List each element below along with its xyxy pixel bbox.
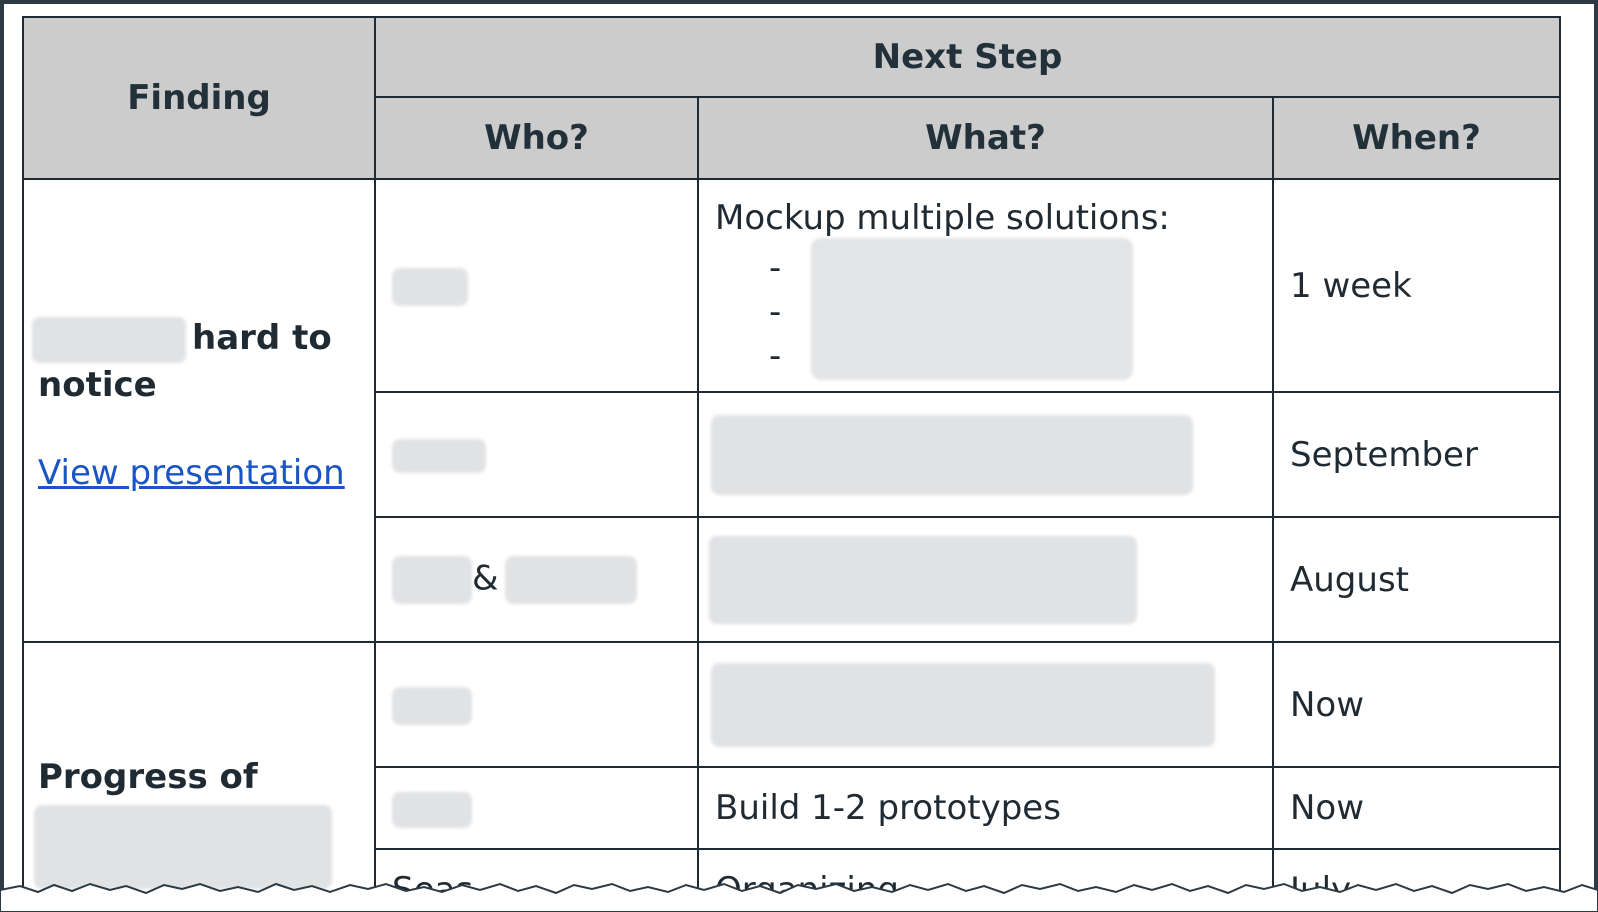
header-finding: Finding bbox=[22, 16, 376, 180]
header-what: What? bbox=[697, 96, 1274, 180]
redacted-name bbox=[392, 687, 472, 725]
redacted-text bbox=[34, 805, 332, 889]
what-title: Mockup multiple solutions: bbox=[715, 198, 1170, 238]
table-row: September bbox=[23, 391, 1561, 518]
who-separator: & bbox=[472, 558, 499, 598]
redacted-name bbox=[392, 555, 472, 604]
header-when: When? bbox=[1272, 96, 1561, 180]
table-row: hard to notice View presentation Mockup … bbox=[22, 178, 1561, 643]
redacted-text bbox=[709, 535, 1137, 624]
redacted-name bbox=[392, 791, 472, 828]
what-cell bbox=[697, 391, 1274, 518]
finding-cell: Progress of bbox=[22, 641, 376, 912]
who-cell bbox=[374, 641, 699, 768]
torn-edge bbox=[0, 882, 1598, 912]
redacted-text bbox=[32, 316, 186, 363]
redacted-text bbox=[811, 238, 1133, 380]
table-row: & August bbox=[23, 516, 1561, 643]
redacted-text bbox=[711, 662, 1215, 747]
header-who: Who? bbox=[374, 96, 699, 180]
what-cell bbox=[697, 641, 1274, 768]
who-cell bbox=[374, 391, 699, 518]
who-cell: & bbox=[374, 516, 699, 643]
finding-text: hard to notice bbox=[38, 318, 332, 405]
table-row: Build 1-2 prototypes Now bbox=[23, 766, 1561, 850]
who-cell bbox=[374, 766, 699, 850]
redacted-name bbox=[392, 268, 468, 306]
when-cell: Now bbox=[1272, 766, 1561, 850]
finding-cell: hard to notice View presentation bbox=[22, 178, 376, 643]
when-cell: September bbox=[1272, 391, 1561, 518]
who-cell bbox=[374, 178, 699, 393]
when-cell: 1 week bbox=[1272, 178, 1561, 393]
redacted-name bbox=[392, 439, 486, 473]
finding-text: Progress of bbox=[38, 757, 258, 797]
what-cell: Build 1-2 prototypes bbox=[697, 766, 1274, 850]
redacted-text bbox=[711, 414, 1193, 495]
when-cell: Now bbox=[1272, 641, 1561, 768]
document-sheet: Finding Next Step Who? What? When? hard … bbox=[16, 12, 1576, 912]
table-row: Progress of Now bbox=[22, 641, 1561, 912]
next-steps-table: Finding Next Step Who? What? When? hard … bbox=[22, 16, 1561, 912]
when-cell: August bbox=[1272, 516, 1561, 643]
header-next-step: Next Step bbox=[374, 16, 1561, 98]
what-cell: Mockup multiple solutions: bbox=[697, 178, 1274, 393]
what-cell bbox=[697, 516, 1274, 643]
redacted-name bbox=[504, 555, 637, 604]
view-presentation-link[interactable]: View presentation bbox=[38, 452, 345, 493]
